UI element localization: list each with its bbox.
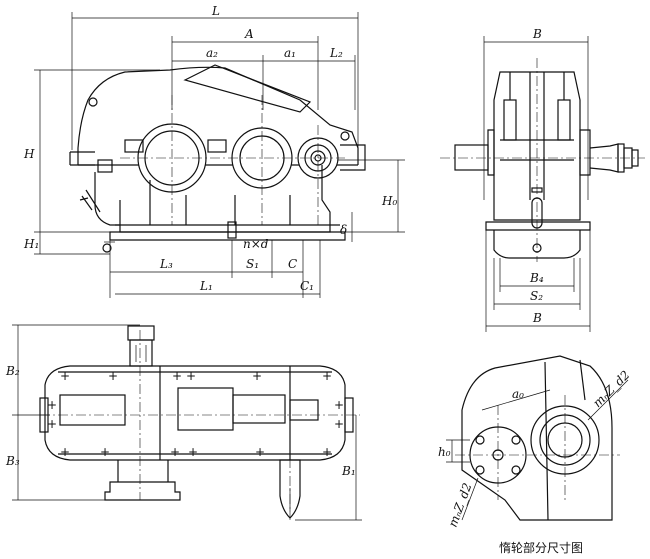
dim-H1: H₁ (23, 237, 39, 251)
dim-L2: L₂ (329, 46, 343, 60)
bolt-marks: + + + + + + + + + + + + + + + + (47, 369, 344, 459)
dim-L3: L₃ (159, 257, 173, 271)
svg-text:+: + (334, 417, 344, 431)
svg-text:+: + (170, 445, 180, 459)
svg-text:+: + (255, 445, 265, 459)
dim-B1: B₁ (341, 464, 356, 478)
svg-text:+: + (322, 369, 332, 383)
detail-caption: 惰轮部分尺寸图 (499, 540, 583, 555)
dim-S2: S₂ (530, 289, 543, 303)
dim-A: A (244, 27, 254, 41)
svg-text:+: + (334, 398, 344, 412)
svg-text:+: + (252, 369, 262, 383)
dim-C1: C₁ (300, 279, 314, 293)
dim-L1: L₁ (199, 279, 213, 293)
svg-text:+: + (188, 445, 198, 459)
dim-B3: B₃ (5, 454, 20, 468)
idler-detail-view: a₀ h₀ mₙZ_d2 mₙZ_d2 惰轮部分尺寸图 (438, 355, 633, 555)
dim-B-top: B (532, 27, 542, 41)
svg-text:+: + (60, 445, 70, 459)
dim-S1: S₁ (246, 257, 259, 271)
dim-C: C (288, 257, 297, 271)
svg-text:+: + (322, 445, 332, 459)
dim-mnZd2-left: mₙZ_d2 (446, 481, 475, 529)
svg-text:+: + (186, 369, 196, 383)
dim-H0: H₀ (381, 194, 397, 208)
side-view: B B₄ S₂ (440, 27, 645, 332)
dim-h0: h₀ (438, 445, 451, 459)
svg-text:+: + (100, 445, 110, 459)
svg-text:+: + (108, 369, 118, 383)
dim-a0: a₀ (512, 387, 524, 401)
dim-B-bottom: B (532, 311, 542, 325)
dim-n-x-d: n×d (243, 237, 269, 251)
dim-H: H (23, 147, 35, 161)
svg-text:+: + (60, 369, 70, 383)
dim-B4: B₄ (529, 271, 544, 285)
svg-text:+: + (47, 398, 57, 412)
dim-delta: δ (340, 223, 347, 237)
dim-a1: a₁ (284, 46, 296, 60)
front-view: L A a₂ a₁ L₂ H H₁ H₀ δ (23, 4, 405, 298)
dim-B2: B₂ (5, 364, 20, 378)
top-view: B₂ B₃ B₁ + + + (5, 324, 362, 521)
svg-text:+: + (47, 417, 57, 431)
dim-a2: a₂ (206, 46, 218, 60)
dim-L: L (211, 4, 220, 18)
dim-mnZd2-right: mₙZ_d2 (590, 368, 632, 410)
svg-text:+: + (172, 369, 182, 383)
